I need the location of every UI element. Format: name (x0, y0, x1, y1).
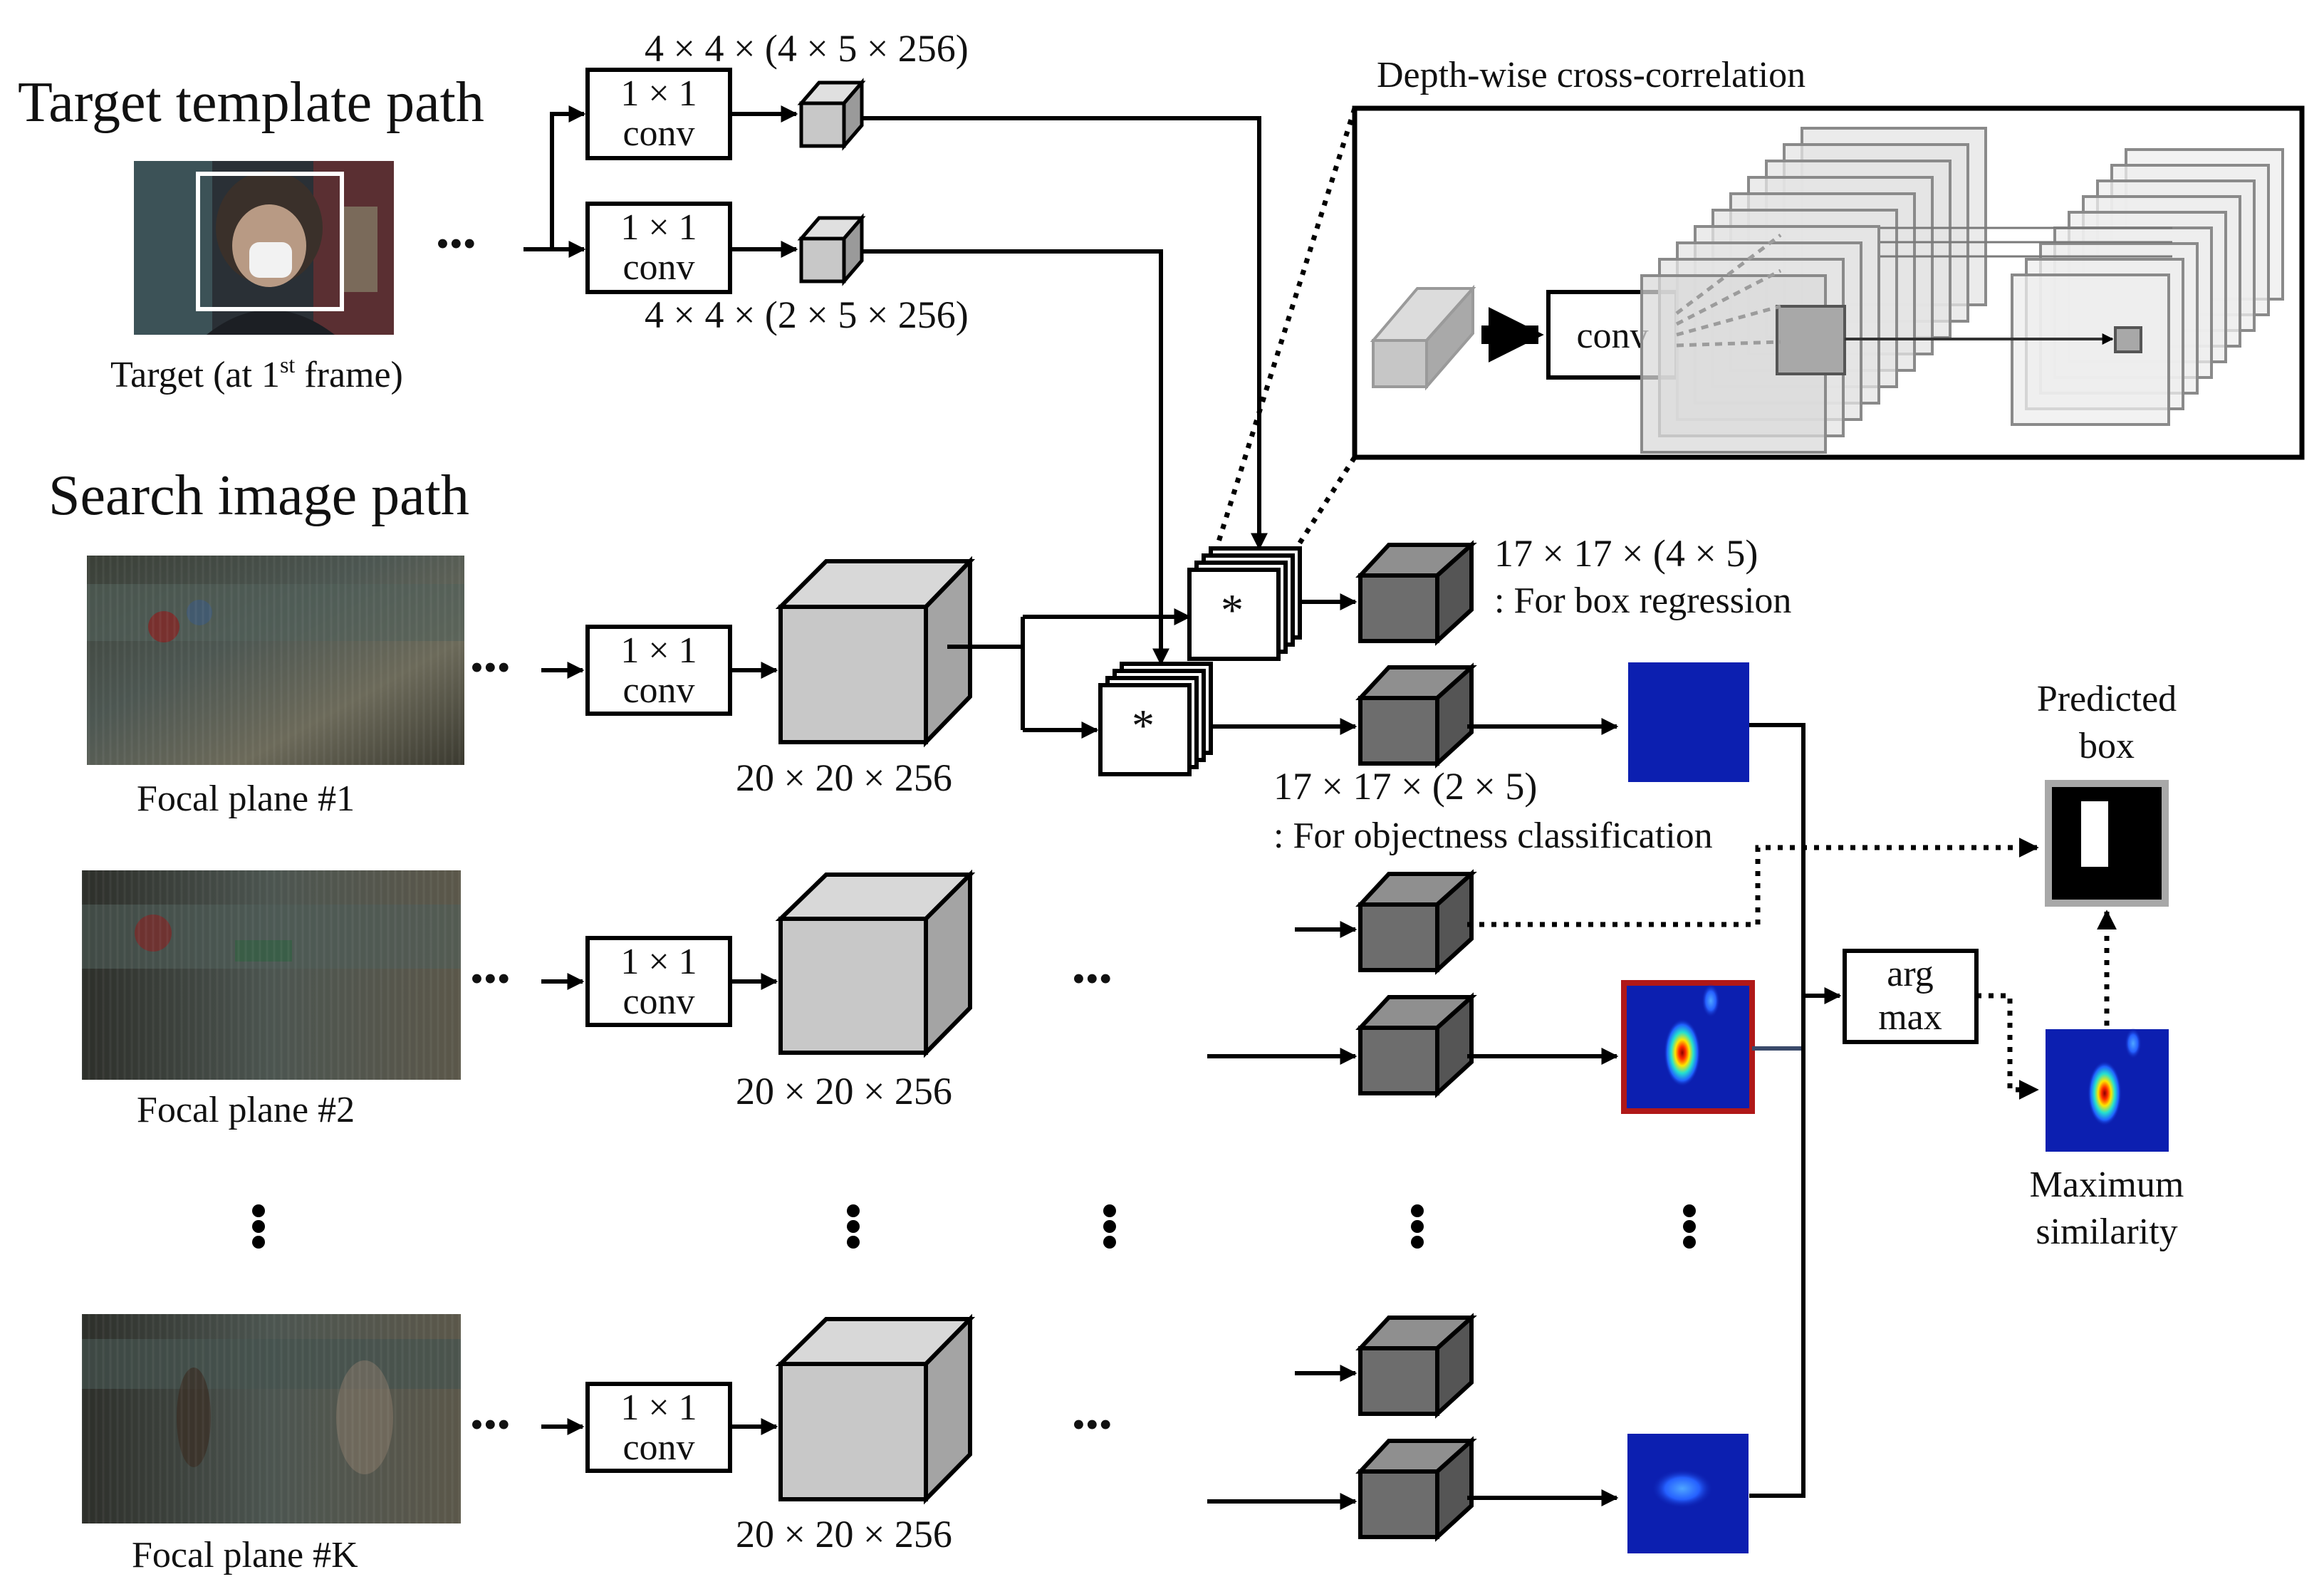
focal-plane-2-image (82, 870, 461, 1080)
row-k-search-feature-cube (775, 1313, 976, 1505)
inset-zoom-line-left (1214, 107, 1358, 550)
row-1-search-feature-cube (775, 556, 976, 748)
template-upper-conv-box: 1 × 1 conv (585, 68, 732, 160)
template-ellipsis: ••• (436, 222, 476, 265)
inset-dashed-fan (1675, 234, 1782, 348)
focal-plane-1-label: Focal plane #1 (137, 778, 355, 819)
lower-correlation-symbol: * (1132, 700, 1155, 751)
svg-text:conv: conv (1576, 316, 1648, 356)
row-k-conv-box: 1 × 1 conv (585, 1382, 732, 1473)
row-2-regression-cube (1355, 869, 1477, 975)
regression-to-predicted-box-dotted-arrow (1467, 838, 2039, 927)
svg-text:1 × 1: 1 × 1 (620, 942, 697, 982)
focal-plane-1-image (87, 556, 464, 765)
lower-correlation-block: * (1098, 662, 1213, 776)
svg-text:conv: conv (622, 1427, 694, 1468)
inset-feature-map-stack-1 (1640, 127, 1987, 454)
svg-text:1 × 1: 1 × 1 (620, 630, 697, 671)
maximum-similarity-heatmap (2046, 1028, 2169, 1152)
classification-caption: : For objectness classification (1273, 816, 1713, 856)
template-upper-feature-cube (797, 78, 866, 151)
heatmap-aggregation-bus (1749, 723, 1805, 1498)
vertical-ellipsis-row (252, 1204, 1696, 1249)
focal-plane-2-label: Focal plane #2 (137, 1090, 355, 1130)
inset-kernel-square (1776, 305, 1846, 375)
row-2-classification-cube (1355, 992, 1477, 1098)
classification-output-cube (1355, 662, 1477, 769)
svg-text:max: max (1878, 997, 1942, 1038)
target-bounding-box (196, 172, 344, 311)
row-1-conv-box: 1 × 1 conv (585, 625, 732, 716)
row-k-feature-dim: 20 × 20 × 256 (736, 1513, 952, 1556)
maximum-similarity-label-line2: similarity (2036, 1212, 2177, 1252)
inset-title: Depth-wise cross-correlation (1377, 55, 1805, 95)
svg-text:arg: arg (1887, 954, 1933, 994)
argmax-box: arg max (1843, 949, 1979, 1044)
predicted-box-label-line2: box (2079, 726, 2135, 766)
inset-connector-lines (1880, 226, 2172, 258)
template-upper-dim: 4 × 4 × (4 × 5 × 256) (645, 27, 969, 70)
template-lower-conv-box: 1 × 1 conv (585, 202, 732, 294)
inset-input-cube (1370, 284, 1476, 391)
svg-text:conv: conv (622, 670, 694, 711)
focal-plane-k-image (82, 1314, 461, 1523)
argmax-to-similarity-dotted-arrow (1976, 993, 2039, 1100)
row-k-middle-ellipsis: ••• (1072, 1403, 1113, 1446)
svg-text:conv: conv (622, 247, 694, 288)
lower-template-to-correlation-arrow (862, 249, 1169, 666)
row-1-response-heatmap (1628, 662, 1749, 782)
row-k-response-heatmap (1627, 1434, 1749, 1553)
row-2-feature-dim: 20 × 20 × 256 (736, 1070, 952, 1113)
svg-text:1 × 1: 1 × 1 (620, 207, 697, 248)
row-2-middle-ellipsis: ••• (1072, 957, 1113, 1000)
regression-dim: 17 × 17 × (4 × 5) (1494, 532, 1758, 575)
regression-caption: : For box regression (1494, 580, 1791, 621)
inset-output-cell (2114, 326, 2142, 353)
upper-correlation-block: * (1187, 546, 1302, 661)
row-k-ellipsis: ••• (470, 1403, 511, 1446)
target-image (134, 161, 394, 335)
inset-zoom-line-right (1294, 456, 1357, 550)
row-k-classification-cube (1355, 1436, 1477, 1542)
row-2-ellipsis: ••• (470, 957, 511, 1000)
template-lower-feature-cube (797, 213, 866, 286)
row-k-regression-cube (1355, 1313, 1477, 1419)
classification-dim: 17 × 17 × (2 × 5) (1273, 765, 1537, 808)
row-2-response-heatmap (1621, 980, 1755, 1114)
svg-text:1 × 1: 1 × 1 (620, 1387, 697, 1428)
maximum-similarity-label-line1: Maximum (2030, 1165, 2184, 1205)
template-lower-dim: 4 × 4 × (2 × 5 × 256) (645, 293, 969, 336)
row-1-ellipsis: ••• (470, 646, 511, 689)
predicted-box-label-line1: Predicted (2037, 679, 2177, 719)
template-upper-branch-arrow (550, 105, 586, 249)
focal-plane-k-label: Focal plane #K (132, 1535, 358, 1575)
row-1-feature-dim: 20 × 20 × 256 (736, 756, 952, 799)
inset-feature-map-stack-2 (2011, 148, 2284, 426)
svg-text:1 × 1: 1 × 1 (620, 73, 697, 114)
template-path-heading: Target template path (18, 71, 484, 134)
upper-template-to-correlation-arrow (862, 116, 1268, 551)
upper-correlation-symbol: * (1221, 585, 1244, 635)
svg-text:conv: conv (622, 981, 694, 1022)
search-path-heading: Search image path (48, 464, 469, 527)
predicted-box-image (2045, 780, 2169, 907)
target-caption: Target (at 1st frame) (110, 352, 403, 395)
regression-output-cube (1355, 540, 1477, 646)
row-2-conv-box: 1 × 1 conv (585, 936, 732, 1027)
row-2-search-feature-cube (775, 869, 976, 1058)
svg-text:conv: conv (622, 113, 694, 154)
